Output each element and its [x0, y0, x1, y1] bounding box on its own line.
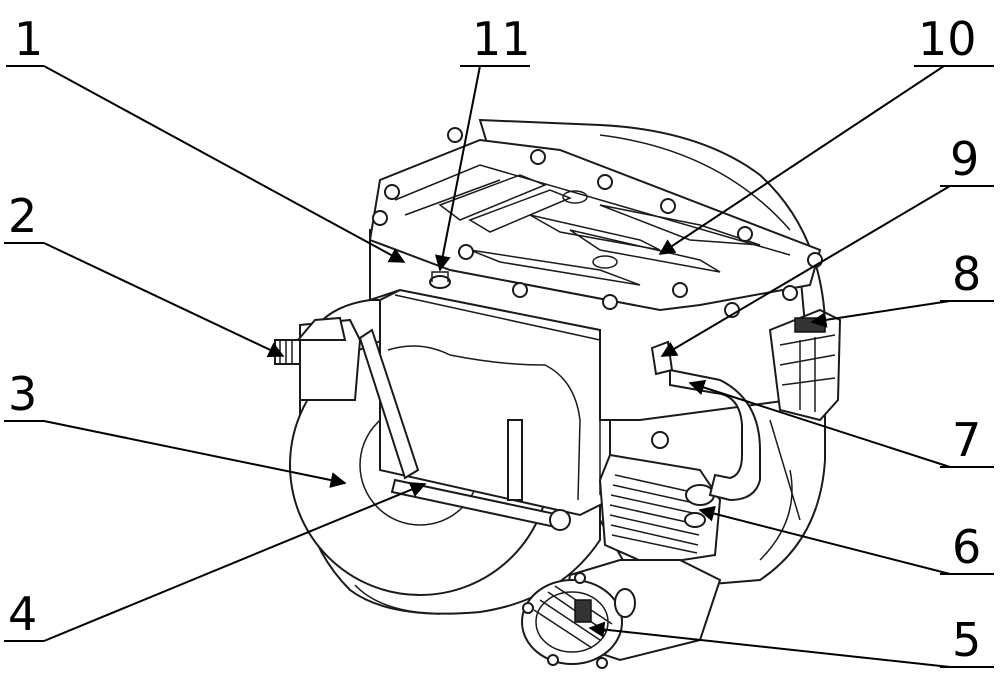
- label-7: 7: [952, 413, 981, 467]
- callout-5: 5: [588, 613, 994, 668]
- leader-9: [660, 185, 951, 357]
- left-connector: [274, 316, 362, 401]
- callout-7: 7: [688, 379, 994, 468]
- vent-plug: [429, 275, 451, 289]
- label-9: 9: [950, 132, 979, 186]
- leader-10: [658, 65, 945, 255]
- callout-4: 4: [4, 482, 427, 642]
- label-2: 2: [8, 189, 37, 243]
- oil-cooler: [598, 431, 722, 567]
- cover-bolts: [372, 127, 823, 318]
- coolant-hose: [669, 368, 761, 502]
- leader-3: [43, 420, 347, 488]
- callout-9: 9: [660, 132, 994, 357]
- label-8: 8: [952, 247, 981, 301]
- rod: [358, 328, 420, 480]
- label-1: 1: [14, 12, 43, 66]
- leader-7: [688, 379, 951, 468]
- label-5: 5: [952, 613, 981, 667]
- electrical-connector: [768, 308, 842, 422]
- callout-2: 2: [4, 189, 285, 358]
- callout-11: 11: [434, 12, 531, 272]
- label-4: 4: [8, 587, 37, 641]
- callout-3: 3: [4, 367, 347, 488]
- callout-10: 10: [658, 12, 994, 255]
- callout-6: 6: [698, 505, 994, 575]
- top-cover: [368, 138, 822, 312]
- label-6: 6: [952, 520, 981, 574]
- label-3: 3: [8, 367, 37, 421]
- leader-5: [588, 621, 951, 668]
- leader-2: [43, 242, 285, 358]
- leader-8: [810, 300, 951, 328]
- clip: [650, 340, 674, 376]
- leader-11: [434, 65, 481, 272]
- leader-6: [698, 505, 951, 575]
- machine-drawing: [274, 118, 842, 669]
- label-11: 11: [472, 12, 531, 66]
- callout-8: 8: [810, 247, 994, 328]
- leader-1: [43, 65, 406, 263]
- leader-4: [43, 482, 427, 642]
- callout-1: 1: [6, 12, 406, 263]
- label-10: 10: [918, 12, 977, 66]
